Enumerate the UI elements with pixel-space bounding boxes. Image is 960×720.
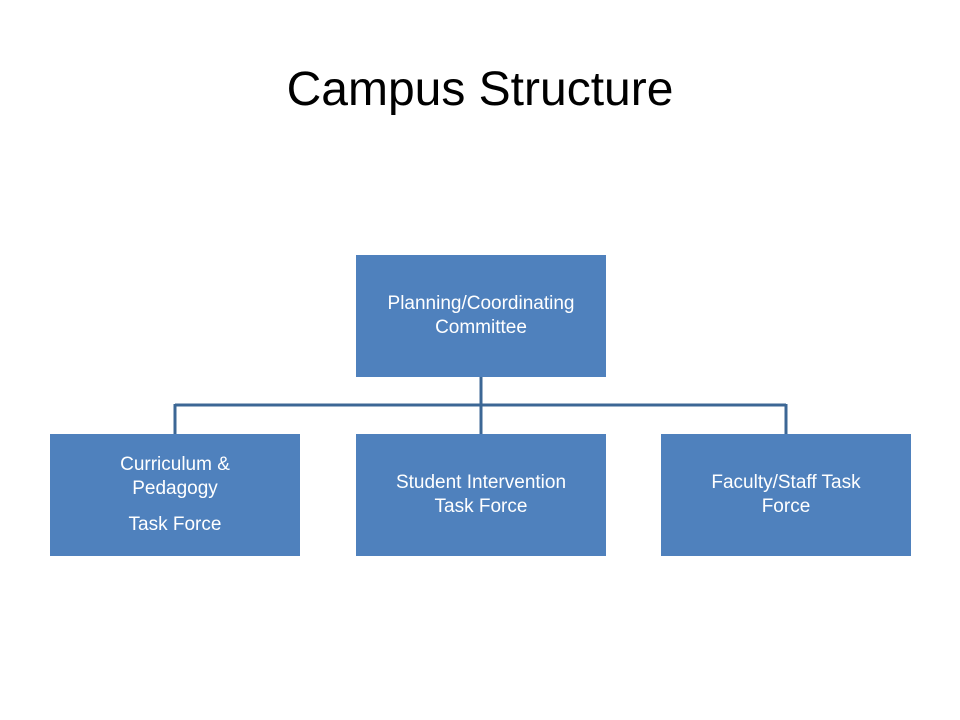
slide-title: Campus Structure	[286, 63, 674, 116]
node-label-line: Planning/Coordinating	[387, 293, 575, 314]
node-label-line: Pedagogy	[132, 478, 218, 499]
node-label-line: Force	[761, 496, 811, 517]
node-label-line: Faculty/Staff Task	[711, 472, 861, 493]
node-label-subline: Task Force	[128, 514, 222, 535]
node-label-line: Student Intervention	[395, 472, 567, 493]
node-planning-coordinating-committee: Planning/Coordinating Committee	[356, 255, 606, 377]
node-label-line: Committee	[435, 317, 527, 338]
node-label-line: Curriculum &	[120, 454, 230, 475]
node-label-line: Task Force	[434, 496, 528, 517]
node-student-intervention-task-force: Student Intervention Task Force	[356, 434, 606, 556]
node-curriculum-pedagogy-task-force: Curriculum & Pedagogy Task Force	[50, 434, 300, 556]
node-faculty-staff-task-force: Faculty/Staff Task Force	[661, 434, 911, 556]
